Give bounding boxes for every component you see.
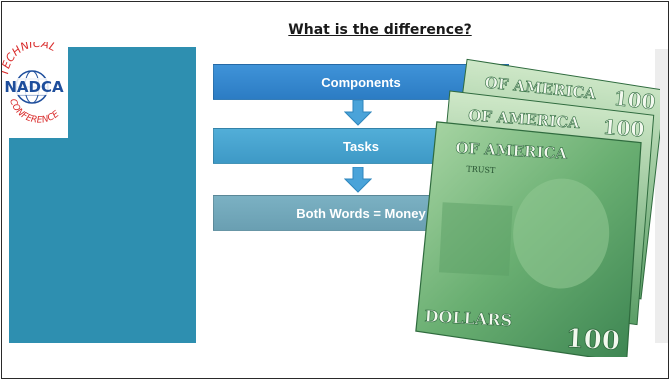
bill-text: 100 [565, 324, 621, 357]
down-arrow-icon [344, 100, 372, 126]
svg-text:100: 100 [613, 86, 657, 114]
logo-main-text: NADCA [4, 78, 64, 96]
nadca-technical-conference-logo: TECHNICAL NADCA CONFERENCE [2, 42, 68, 138]
down-arrow-icon [344, 167, 372, 193]
hundred-dollar-bills-image: OF AMERICA 100 OF AMERICA 100 OF AMERICA… [415, 58, 660, 357]
svg-text:100: 100 [602, 115, 645, 142]
slide-title: What is the difference? [288, 22, 472, 38]
bill-text: DOLLARS [424, 307, 512, 331]
bill-text: TRUST [466, 165, 496, 176]
